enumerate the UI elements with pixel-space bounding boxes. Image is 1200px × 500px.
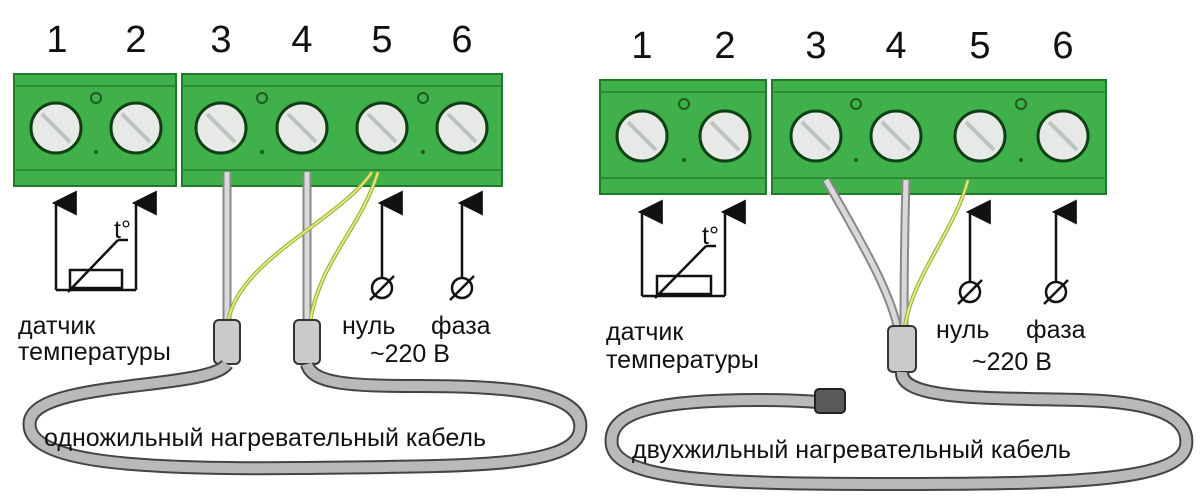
cable-coupling-icon: [213, 319, 241, 365]
screw-icon: [29, 101, 83, 155]
supply-wiring: [957, 199, 1077, 305]
screw-icon: [355, 101, 409, 155]
phase-label: фаза: [431, 312, 491, 340]
thermistor-icon: [68, 268, 124, 290]
cable-coupling-icon: [293, 319, 321, 365]
screw-icon: [194, 101, 248, 155]
screw-icon: [435, 101, 489, 155]
terminal-number-5: 5: [969, 25, 990, 67]
neutral-label: нуль: [342, 312, 395, 340]
screw-icon: [275, 101, 329, 155]
terminal-number-6: 6: [1052, 25, 1073, 67]
terminal-number-4: 4: [885, 25, 906, 67]
twin-core-cable: [604, 177, 1194, 492]
terminal-block-sensor: [13, 73, 177, 187]
terminal-number-4: 4: [291, 19, 312, 61]
temperature-sensor-wiring: t°: [637, 199, 746, 299]
voltage-label: ~220 В: [972, 348, 1052, 376]
voltage-label: ~220 В: [370, 340, 450, 368]
sensor-label-line1: датчик: [18, 312, 96, 340]
screw-icon: [953, 109, 1007, 163]
cable-coupling-icon: [887, 325, 917, 373]
terminal-number-3: 3: [805, 25, 826, 67]
cable-label: двухжильный нагревательный кабель: [632, 436, 1071, 464]
cable-label: одножильный нагревательный кабель: [44, 424, 486, 452]
terminal-block-power: [771, 79, 1107, 195]
screw-icon: [698, 109, 752, 163]
terminal-number-2: 2: [125, 19, 146, 61]
screw-icon: [109, 101, 163, 155]
terminal-number-5: 5: [371, 19, 392, 61]
single-core-cable: [22, 170, 588, 476]
screw-icon: [1036, 109, 1090, 163]
temperature-sensor-wiring: t°: [51, 190, 157, 293]
phase-label: фаза: [1026, 316, 1086, 344]
screw-icon: [869, 109, 923, 163]
terminal-number-2: 2: [714, 25, 735, 67]
diagram-twin-core: 1 2 3 4 5 6: [599, 25, 1194, 492]
terminal-number-3: 3: [210, 19, 231, 61]
supply-wiring: [369, 190, 483, 301]
thermistor-symbol: t°: [114, 216, 131, 244]
terminal-number-1: 1: [46, 19, 67, 61]
screw-icon: [615, 109, 669, 163]
terminal-block-power: [181, 73, 503, 187]
terminal-block-sensor: [599, 79, 767, 195]
sensor-label-line2: температуры: [606, 346, 759, 374]
thermistor-symbol: t°: [702, 222, 719, 250]
terminal-number-1: 1: [631, 25, 652, 67]
thermistor-icon: [655, 274, 713, 296]
sensor-label-line1: датчик: [606, 318, 684, 346]
neutral-label: нуль: [936, 316, 989, 344]
screw-icon: [789, 109, 843, 163]
sensor-label-line2: температуры: [18, 338, 171, 366]
diagram-single-core: 1 2 3 4 5 6: [13, 19, 588, 476]
cable-end-cap-icon: [814, 388, 846, 414]
terminal-number-6: 6: [451, 19, 472, 61]
